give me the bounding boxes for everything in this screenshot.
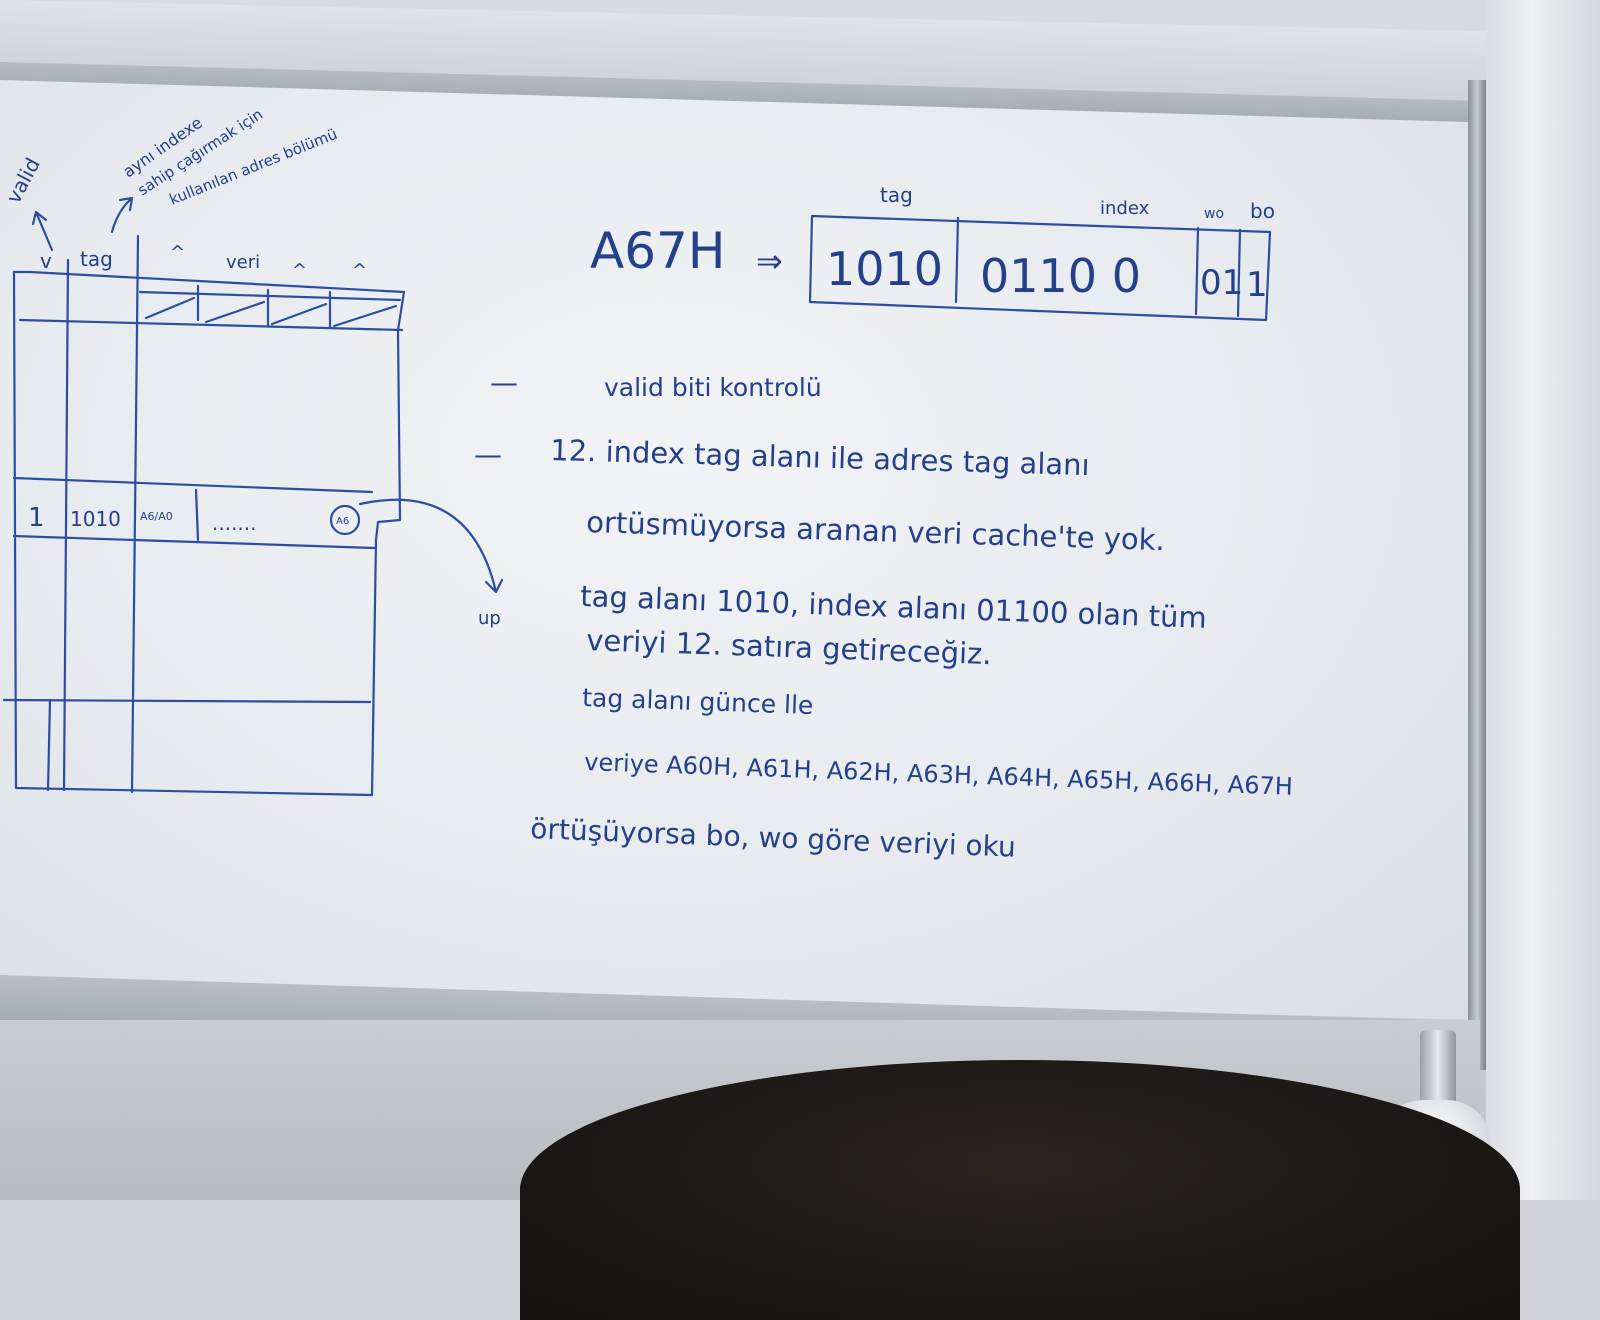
row-arrow-note: up bbox=[478, 608, 501, 629]
tag-index-divider bbox=[954, 216, 960, 304]
table-header-veri: veri bbox=[226, 252, 260, 273]
table-header-v: v bbox=[40, 249, 52, 273]
row-ellipsis: ....... bbox=[212, 511, 257, 535]
bo-bits: 1 bbox=[1246, 265, 1268, 305]
note-8-text: örtüşüyorsa bo, wo göre veriyi oku bbox=[530, 812, 1017, 864]
field-label-bo: bo bbox=[1250, 199, 1275, 223]
field-label-index: index bbox=[1100, 198, 1150, 219]
board-right-frame bbox=[1468, 80, 1486, 1070]
field-label-tag: tag bbox=[880, 183, 913, 207]
address-breakdown: A67H ⇒ tag index wo bo 1010 0110 0 01 1 bbox=[590, 183, 1275, 322]
wo-bo-divider bbox=[1236, 228, 1242, 318]
whiteboard bbox=[0, 80, 1478, 1020]
col-line-3 bbox=[46, 698, 52, 792]
table-outline bbox=[12, 270, 406, 797]
tag-bits: 1010 bbox=[826, 242, 943, 296]
row-top-line bbox=[12, 476, 374, 494]
note-5-text: veriyi 12. satıra getireceğiz. bbox=[586, 623, 992, 671]
header-tick-1: ^ bbox=[170, 242, 185, 263]
whiteboard-ink: valid aynı indexe sahip çağırmak için ku… bbox=[1, 105, 1293, 864]
index-wo-divider bbox=[1194, 226, 1200, 316]
index-bits: 0110 0 bbox=[980, 249, 1141, 303]
veri-subcell-diagonals bbox=[144, 296, 398, 328]
valid-arrow bbox=[31, 210, 54, 252]
valid-annotation: valid bbox=[1, 154, 54, 252]
row-arrow bbox=[358, 498, 504, 594]
cache-table: v tag veri ^ ^ ^ 1 1010 A6/A0 ....... A6… bbox=[2, 234, 504, 797]
note-2-bullet: — bbox=[474, 438, 502, 471]
row-first-divider bbox=[194, 488, 200, 542]
row-valid: 1 bbox=[28, 503, 45, 533]
header-tick-2: ^ bbox=[292, 260, 307, 281]
note-2-text: 12. index tag alanı ile adres tag alanı bbox=[550, 433, 1090, 482]
header-row-line bbox=[18, 318, 404, 332]
address-box bbox=[808, 214, 1272, 322]
tag-annotation: aynı indexe sahip çağırmak için kullanıl… bbox=[110, 105, 340, 234]
valid-label: valid bbox=[1, 154, 45, 208]
lower-row-line bbox=[2, 698, 372, 704]
address-arrow: ⇒ bbox=[756, 242, 783, 280]
row-tag: 1010 bbox=[70, 507, 121, 531]
note-1-text: valid biti kontrolü bbox=[604, 373, 822, 402]
address-value: A67H bbox=[590, 222, 725, 280]
row-first-cell: A6/A0 bbox=[140, 510, 173, 523]
wo-bits: 01 bbox=[1200, 263, 1243, 303]
right-wall bbox=[1486, 0, 1600, 1200]
row-last-cell-circle bbox=[329, 504, 361, 536]
notes: — valid biti kontrolü — 12. index tag al… bbox=[474, 366, 1293, 864]
header-tick-3: ^ bbox=[352, 260, 367, 281]
col-line-2 bbox=[130, 234, 140, 794]
note-1-bullet: — bbox=[490, 366, 518, 399]
note-3-text: ortüsmüyorsa aranan veri cache'te yok. bbox=[586, 505, 1165, 557]
row-last-cell: A6 bbox=[336, 516, 349, 527]
note-6-text: tag alanı günce lle bbox=[582, 683, 814, 720]
field-label-wo: wo bbox=[1204, 206, 1224, 222]
veri-subcells bbox=[138, 284, 402, 330]
table-header-tag: tag bbox=[80, 247, 113, 271]
tag-arrow bbox=[110, 196, 134, 234]
col-line-1 bbox=[62, 258, 70, 792]
note-7-text: veriye A60H, A61H, A62H, A63H, A64H, A65… bbox=[584, 748, 1293, 801]
row-bottom-line bbox=[12, 534, 376, 550]
